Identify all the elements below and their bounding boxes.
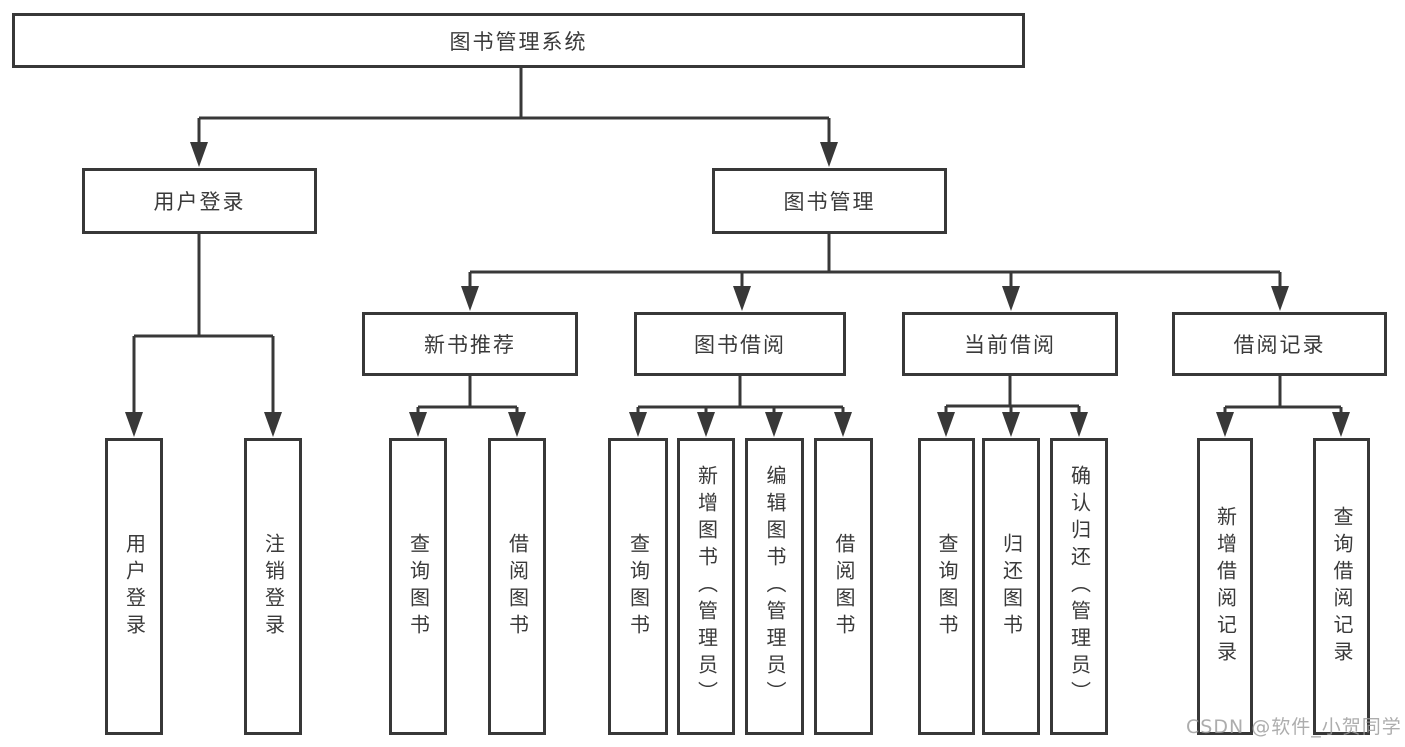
leaf-user-login: 用户登录 — [105, 438, 163, 735]
leaf-query-book-1: 查询图书 — [389, 438, 447, 735]
arrowhead — [765, 412, 783, 437]
leaf-add-book-admin: 新增图书（管理员） — [677, 438, 735, 735]
arrowhead — [820, 142, 838, 167]
leaf-edit-book-admin: 编辑图书（管理员） — [745, 438, 804, 735]
leaf-confirm-return-admin-label: 确认归还（管理员） — [1067, 465, 1092, 708]
csdn-watermark: CSDN @软件_小贺同学 — [1186, 716, 1402, 738]
leaf-query-borrow-record-label: 查询借阅记录 — [1330, 505, 1354, 668]
leaf-return-book: 归还图书 — [982, 438, 1040, 735]
node-root: 图书管理系统 — [12, 13, 1025, 68]
arrowhead — [1070, 412, 1088, 437]
leaf-query-book-2: 查询图书 — [608, 438, 668, 735]
node-user-login-label: 用户登录 — [153, 190, 246, 214]
arrowhead — [629, 412, 647, 437]
arrowhead — [834, 412, 852, 437]
leaf-add-borrow-record-label: 新增借阅记录 — [1213, 505, 1238, 668]
leaf-confirm-return-admin: 确认归还（管理员） — [1050, 438, 1108, 735]
leaf-logout-login-label: 注销登录 — [261, 532, 286, 641]
leaf-borrow-book-1: 借阅图书 — [488, 438, 546, 735]
leaf-add-borrow-record: 新增借阅记录 — [1197, 438, 1253, 735]
arrowhead — [1332, 412, 1350, 437]
arrowhead — [1216, 412, 1234, 437]
leaf-query-book-2-label: 查询图书 — [626, 532, 651, 641]
node-new-book-recommend-label: 新书推荐 — [424, 333, 516, 357]
leaf-logout-login: 注销登录 — [244, 438, 302, 735]
arrowhead — [937, 412, 955, 437]
leaf-borrow-book-1-label: 借阅图书 — [505, 532, 530, 641]
connector-records-to-children — [1223, 375, 1343, 416]
connector-userlogin-to-children — [132, 234, 275, 416]
arrowhead — [264, 412, 282, 437]
leaf-query-book-3-label: 查询图书 — [935, 532, 959, 641]
connector-bookmgmt-to-level3 — [468, 234, 1282, 290]
arrowhead — [190, 142, 208, 167]
connector-root-to-level2 — [197, 68, 831, 146]
leaf-query-borrow-record: 查询借阅记录 — [1313, 438, 1370, 735]
leaf-return-book-label: 归还图书 — [999, 532, 1024, 641]
arrowhead — [508, 412, 526, 437]
node-current-borrow-label: 当前借阅 — [964, 333, 1056, 357]
leaf-add-book-admin-label: 新增图书（管理员） — [694, 465, 719, 708]
node-borrow-records: 借阅记录 — [1172, 312, 1387, 376]
arrowhead — [1002, 412, 1020, 437]
node-current-borrow: 当前借阅 — [902, 312, 1118, 376]
arrowhead — [733, 286, 751, 311]
leaf-query-book-1-label: 查询图书 — [406, 532, 431, 641]
node-user-login: 用户登录 — [82, 168, 317, 234]
node-borrow-records-label: 借阅记录 — [1233, 333, 1326, 357]
node-book-borrow-label: 图书借阅 — [694, 333, 786, 357]
node-book-management-label: 图书管理 — [783, 190, 876, 214]
arrowhead — [409, 412, 427, 437]
arrowhead — [1271, 286, 1289, 311]
arrowhead — [461, 286, 479, 311]
node-book-management: 图书管理 — [712, 168, 947, 234]
arrowhead — [697, 412, 715, 437]
arrowhead — [125, 412, 143, 437]
leaf-user-login-label: 用户登录 — [122, 532, 147, 641]
leaf-query-book-3: 查询图书 — [918, 438, 975, 735]
connector-currentborrow-to-children — [944, 375, 1081, 416]
connector-newbook-to-children — [416, 375, 519, 416]
arrowhead — [1002, 286, 1020, 311]
leaf-borrow-book-2-label: 借阅图书 — [832, 532, 856, 641]
node-root-label: 图书管理系统 — [449, 29, 588, 54]
connector-bookborrow-to-children — [636, 375, 845, 416]
node-book-borrow: 图书借阅 — [634, 312, 846, 376]
leaf-edit-book-admin-label: 编辑图书（管理员） — [763, 465, 787, 708]
leaf-borrow-book-2: 借阅图书 — [814, 438, 873, 735]
node-new-book-recommend: 新书推荐 — [362, 312, 578, 376]
